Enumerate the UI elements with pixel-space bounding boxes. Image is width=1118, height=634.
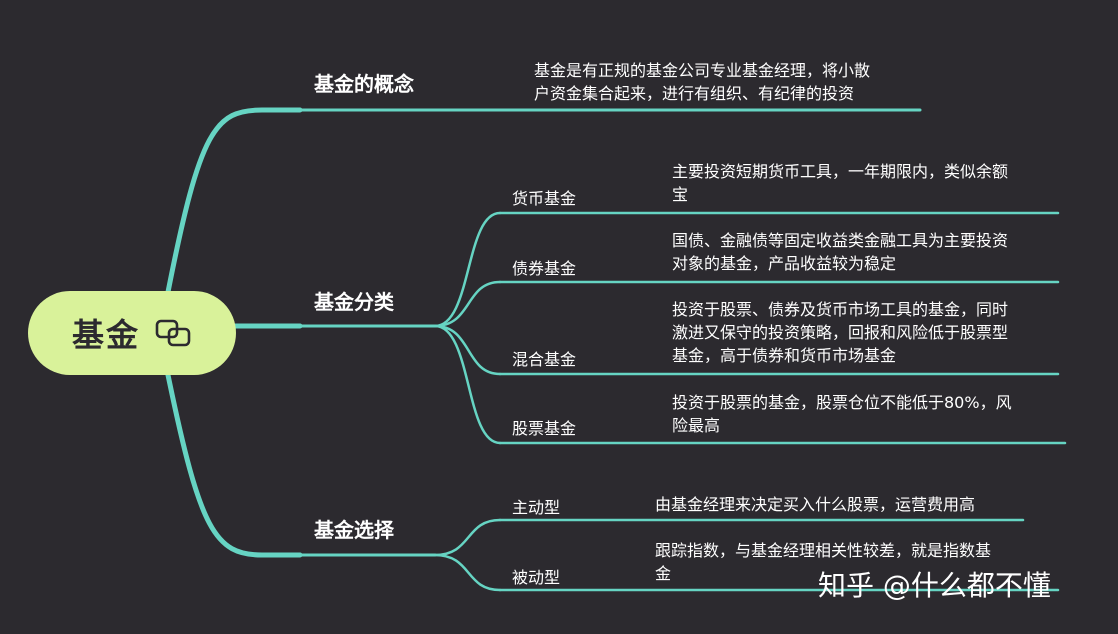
- subnode-label-bond[interactable]: 债券基金: [512, 259, 577, 278]
- description-line: 基金，高于债券和货币市场基金: [672, 346, 897, 365]
- description-line: 国债、金融债等固定收益类金融工具为主要投资: [672, 231, 1009, 250]
- connector-selection-to-active: [433, 518, 502, 557]
- connector-classification-to-money: [433, 211, 502, 328]
- root-node[interactable]: 基金: [28, 291, 236, 375]
- subnode-label-stock[interactable]: 股票基金: [512, 419, 577, 438]
- description-line: 跟踪指数，与基金经理相关性较差，就是指数基: [655, 541, 992, 560]
- watermark: 知乎 @什么都不懂: [818, 569, 1051, 602]
- description-line: 激进又保守的投资策略，回报和风险低于股票型: [672, 323, 1009, 342]
- description-line: 主要投资短期货币工具，一年期限内，类似余额: [672, 162, 1009, 181]
- connector-root-to-selection: [165, 372, 303, 558]
- branch-label-classification[interactable]: 基金分类: [314, 290, 394, 314]
- subnode-label-active[interactable]: 主动型: [512, 498, 561, 517]
- description-line: 投资于股票、债券及货币市场工具的基金，同时: [672, 300, 1009, 319]
- branch-label-concept[interactable]: 基金的概念: [314, 72, 414, 96]
- description-line: 险最高: [672, 416, 721, 435]
- connector-classification-to-mixed: [433, 324, 502, 376]
- description-line: 由基金经理来决定买入什么股票，运营费用高: [655, 495, 976, 514]
- description-line: 投资于股票的基金，股票仓位不能低于80%，风: [672, 393, 1012, 412]
- bond-description: 国债、金融债等固定收益类金融工具为主要投资 对象的基金，产品收益较为稳定: [672, 229, 1008, 275]
- branch-label-selection[interactable]: 基金选择: [314, 518, 394, 542]
- description-line: 金: [655, 564, 672, 583]
- subnode-label-money[interactable]: 货币基金: [512, 189, 577, 208]
- connector-classification-to-stock: [433, 324, 502, 445]
- description-line: 对象的基金，产品收益较为稳定: [672, 254, 897, 273]
- connector-selection-to-passive: [433, 553, 502, 592]
- active-description: 由基金经理来决定买入什么股票，运营费用高: [655, 493, 975, 516]
- connector-classification-to-bond: [433, 280, 502, 328]
- passive-description: 跟踪指数，与基金经理相关性较差，就是指数基 金: [655, 539, 991, 585]
- subnode-label-passive[interactable]: 被动型: [512, 568, 561, 587]
- description-line: 户资金集合起来，进行有组织、有纪律的投资: [534, 84, 855, 103]
- description-line: 宝: [672, 185, 689, 204]
- description-line: 基金是有正规的基金公司专业基金经理，将小散: [534, 61, 871, 80]
- money-description: 主要投资短期货币工具，一年期限内，类似余额 宝: [672, 160, 1008, 206]
- stock-description: 投资于股票的基金，股票仓位不能低于80%，风 险最高: [672, 391, 1012, 437]
- subnode-label-mixed[interactable]: 混合基金: [512, 350, 577, 369]
- link-icon: [155, 319, 191, 347]
- root-label: 基金: [71, 316, 140, 354]
- connector-root-to-concept: [165, 107, 303, 295]
- concept-description: 基金是有正规的基金公司专业基金经理，将小散 户资金集合起来，进行有组织、有纪律的…: [534, 59, 870, 105]
- mixed-description: 投资于股票、债券及货币市场工具的基金，同时 激进又保守的投资策略，回报和风险低于…: [672, 298, 1008, 367]
